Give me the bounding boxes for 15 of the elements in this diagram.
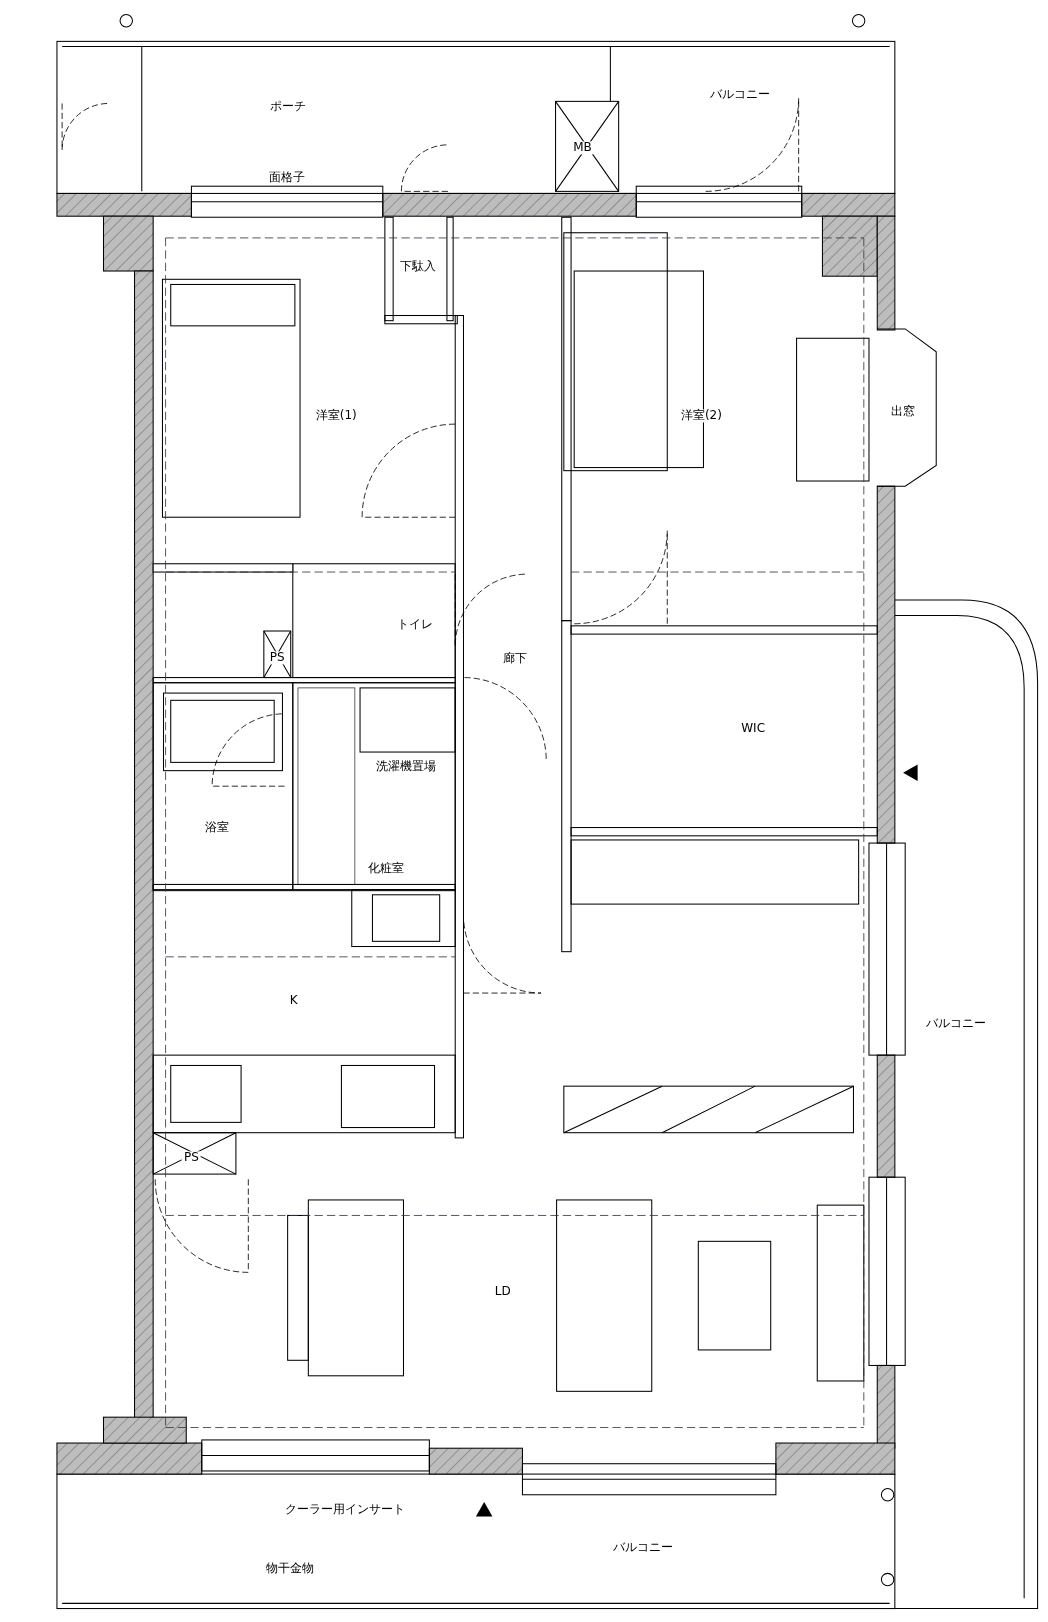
room-label: 洗濯機置場: [373, 760, 438, 774]
room-label: 浴室: [203, 821, 232, 835]
room-label: ポーチ: [267, 99, 308, 114]
room-label: MB: [571, 141, 594, 155]
room-label: 下駄入: [397, 260, 438, 274]
room-label: PS: [267, 651, 287, 665]
room-label: 洋室(2): [678, 409, 724, 423]
balcony-label: バルコニー: [707, 88, 772, 102]
room-label: 化粧室: [365, 862, 406, 876]
note-label: 物干金物: [263, 1562, 316, 1576]
room-label: 洋室(1): [313, 409, 359, 423]
room-label: 廊下: [501, 652, 530, 666]
note-label: 面格子: [266, 171, 307, 185]
balcony-label: バルコニー: [923, 1017, 988, 1031]
room-label: 出窓: [889, 405, 918, 419]
